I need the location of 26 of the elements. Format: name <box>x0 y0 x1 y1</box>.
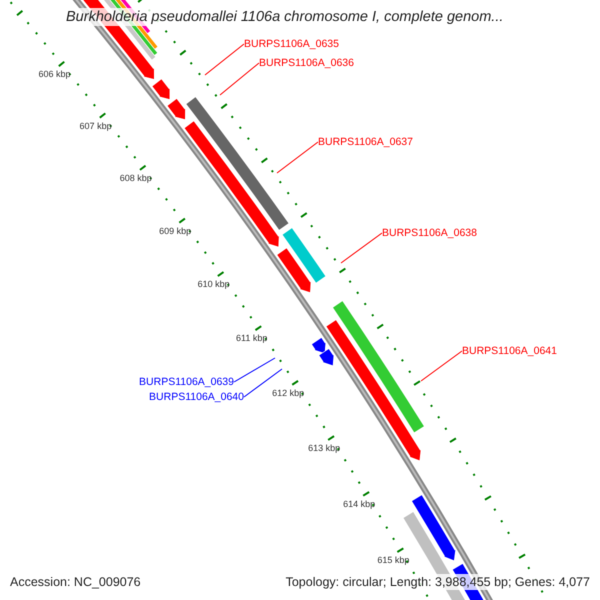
gene-label: BURPS1106A_0637 <box>318 136 413 148</box>
scale-label: 612 kbp <box>272 388 304 399</box>
gene-label: BURPS1106A_0640 <box>149 391 244 403</box>
leader-line <box>420 350 462 382</box>
scale-label: 607 kbp <box>80 120 112 132</box>
leader-line <box>204 44 244 76</box>
scale-label: 614 kbp <box>343 498 376 510</box>
gene-label: BURPS1106A_0641 <box>462 345 557 357</box>
scale-label: 613 kbp <box>308 443 340 454</box>
scale-label: 610 kbp <box>198 279 230 290</box>
leader-line <box>276 142 318 174</box>
scale-label: 606 kbp <box>38 68 71 80</box>
accession-text: Accession: NC_009076 <box>8 574 143 590</box>
leader-line <box>220 62 260 96</box>
gene-label: BURPS1106A_0635 <box>244 38 339 50</box>
gene-label: BURPS1106A_0638 <box>382 227 477 239</box>
gene-label: BURPS1106A_0636 <box>259 57 354 69</box>
scale-label: 615 kbp <box>377 555 410 566</box>
scale-label: 609 kbp <box>159 226 192 237</box>
gene-label: BURPS1106A_0639 <box>139 376 234 388</box>
leader-line <box>244 368 282 398</box>
scale-label: 611 kbp <box>236 333 268 344</box>
topology-text: Topology: circular; Length: 3,988,455 bp; Genes: 4,077 <box>284 574 592 590</box>
scale-label: 608 kbp <box>120 172 152 184</box>
leader-line <box>234 358 276 382</box>
leader-line <box>340 232 382 264</box>
